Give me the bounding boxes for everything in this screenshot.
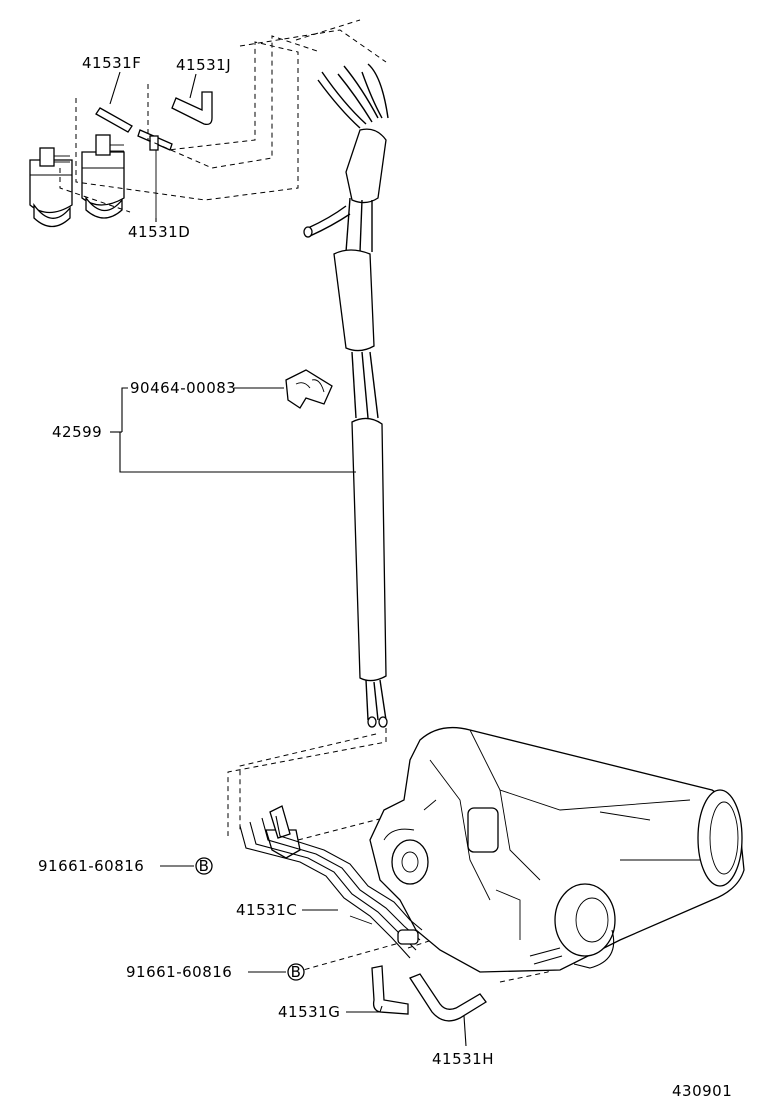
callout-41531j: 41531J [176,56,231,74]
hose-41531h [409,973,487,1022]
hose-41531f [95,107,133,133]
callout-91661-60816-b: 91661-60816 [126,963,232,981]
tee-41531d [137,129,173,218]
vsv-valve-left [29,147,73,228]
callout-41531h: 41531H [432,1050,494,1068]
callout-41531g: 41531G [278,1003,340,1021]
vsv-valve-right [81,134,125,219]
clamp-90464-00083 [285,369,333,409]
transfer-case [369,726,745,973]
hose-41531g [371,965,409,1015]
bolt-marker-letter: B [291,963,302,981]
hardline-assembly-41531c [239,805,423,959]
callout-42599: 42599 [52,423,102,441]
callout-91661-60816-a: 91661-60816 [38,857,144,875]
callout-41531c: 41531C [236,901,297,919]
hose-41531j [171,91,213,126]
callout-90464-00083: 90464-00083 [130,379,236,397]
hose-bundle-42599 [303,63,389,728]
figure-code: 430901 [672,1082,732,1100]
leader-lines [109,71,467,1047]
bolt-marker-letter: B [199,857,210,875]
bolt-marker-1: B [195,857,213,875]
bolt-marker-2: B [287,963,305,981]
callout-41531d: 41531D [128,223,190,241]
callout-41531f: 41531F [82,54,141,72]
